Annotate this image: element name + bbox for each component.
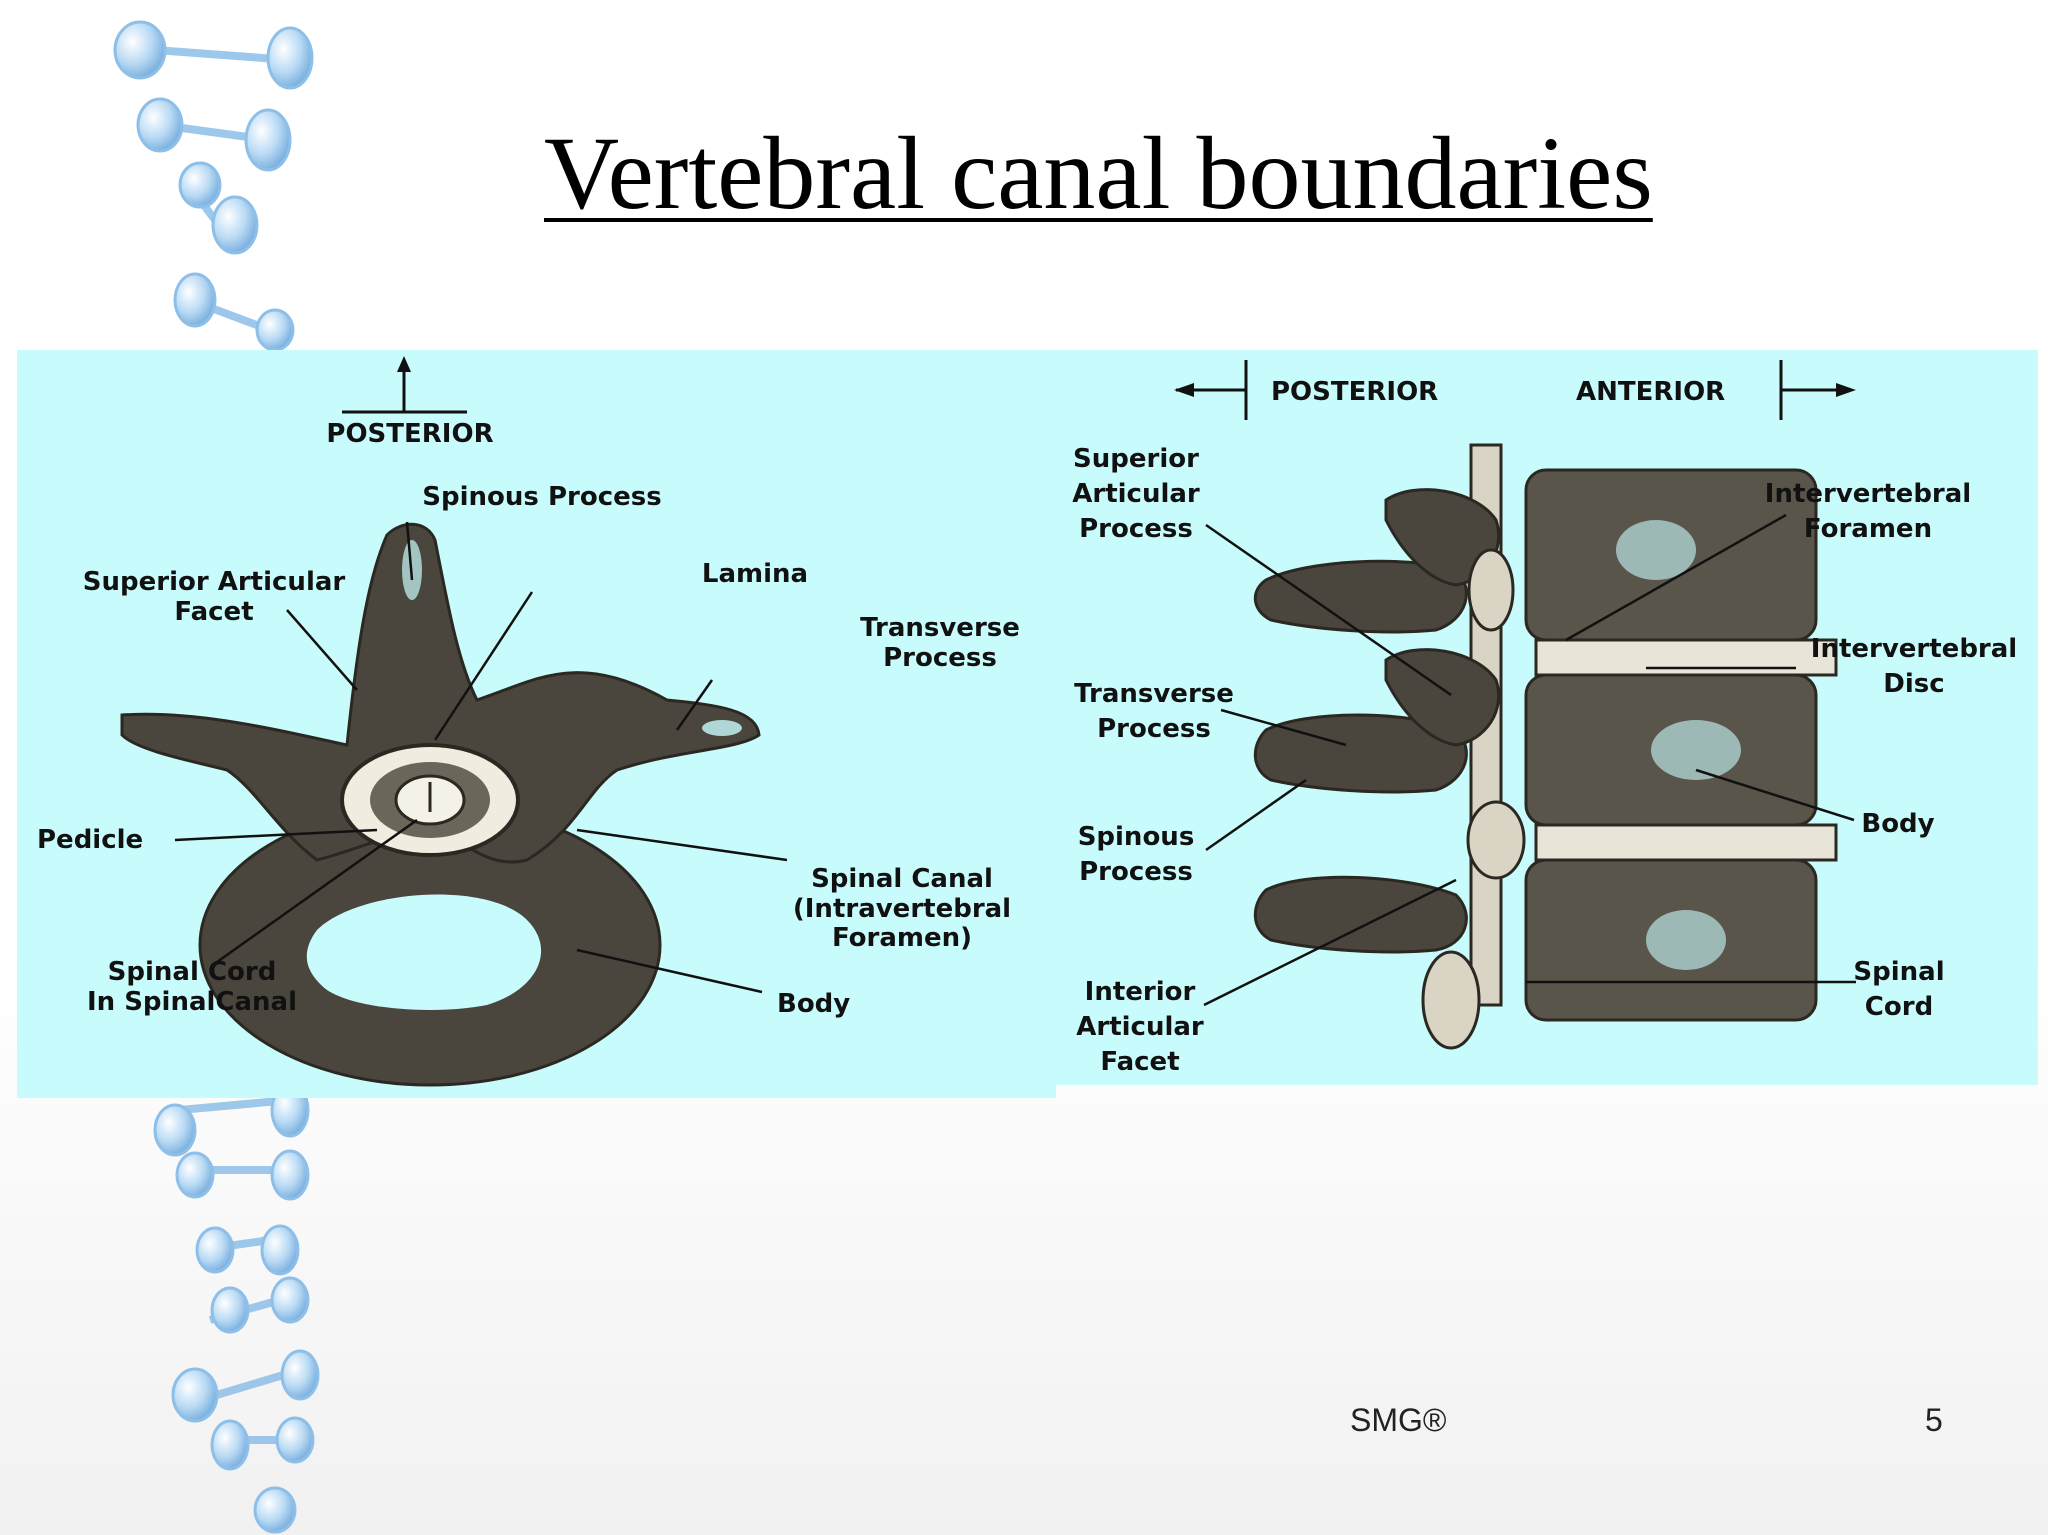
label-interior-articular-facet-line3: Facet xyxy=(1100,1047,1179,1077)
label-intervertebral-disc-line2: Disc xyxy=(1883,669,1944,699)
label-spinal-cord-right-line2: Cord xyxy=(1865,992,1933,1022)
label-spinal-cord-line1: Spinal Cord xyxy=(108,957,277,987)
label-superior-articular-process-line1: Superior xyxy=(1073,444,1199,474)
label-spinal-cord-right-line1: Spinal xyxy=(1853,957,1944,987)
footer-text: SMG® xyxy=(1350,1402,1447,1438)
label-spinal-canal-line2: (Intravertebral xyxy=(793,894,1011,924)
right-diagram-panel: POSTERIOR ANTERIOR Superior Articular Pr… xyxy=(1056,350,2038,1085)
label-spinous-process-right-line2: Process xyxy=(1079,857,1193,887)
label-spinous-process: Spinous Process xyxy=(422,482,661,512)
label-spinous-process-right-line1: Spinous xyxy=(1078,822,1195,852)
label-intervertebral-foramen-line2: Foramen xyxy=(1804,514,1932,544)
label-intervertebral-foramen-line1: Intervertebral xyxy=(1765,479,1971,509)
label-transverse-process-line1: Transverse xyxy=(860,613,1020,643)
left-diagram-panel: POSTERIOR Spinous Process Superior Artic… xyxy=(17,350,1056,1098)
label-posterior-right: POSTERIOR xyxy=(1271,377,1438,407)
label-spinal-canal-line1: Spinal Canal xyxy=(811,864,993,894)
label-interior-articular-facet-line1: Interior xyxy=(1085,977,1196,1007)
label-superior-articular-facet-line1: Superior Articular xyxy=(83,567,346,597)
label-anterior: ANTERIOR xyxy=(1576,377,1725,407)
spine-lateral-view: POSTERIOR ANTERIOR Superior Articular Pr… xyxy=(1072,360,2017,1077)
page-number: 5 xyxy=(1925,1402,1943,1438)
label-pedicle: Pedicle xyxy=(37,825,143,855)
label-superior-articular-process-line2: Articular xyxy=(1072,479,1200,509)
label-superior-articular-facet-line2: Facet xyxy=(174,597,253,627)
label-body: Body xyxy=(777,989,850,1019)
label-lamina: Lamina xyxy=(702,559,808,589)
label-transverse-process-right-line1: Transverse xyxy=(1074,679,1234,709)
label-interior-articular-facet-line2: Articular xyxy=(1076,1012,1204,1042)
label-spinal-canal-line3: Foramen) xyxy=(832,923,972,953)
label-body-right: Body xyxy=(1861,809,1934,839)
slide-title: Vertebral canal boundaries xyxy=(544,116,1653,231)
vertebra-superior-view: POSTERIOR Spinous Process Superior Artic… xyxy=(37,356,1020,1087)
label-superior-articular-process-line3: Process xyxy=(1079,514,1193,544)
label-intervertebral-disc-line1: Intervertebral xyxy=(1811,634,2017,664)
label-transverse-process-right-line2: Process xyxy=(1097,714,1211,744)
label-spinal-cord-line2: In SpinalCanal xyxy=(87,987,297,1017)
label-transverse-process-line2: Process xyxy=(883,643,997,673)
label-posterior: POSTERIOR xyxy=(326,419,493,449)
